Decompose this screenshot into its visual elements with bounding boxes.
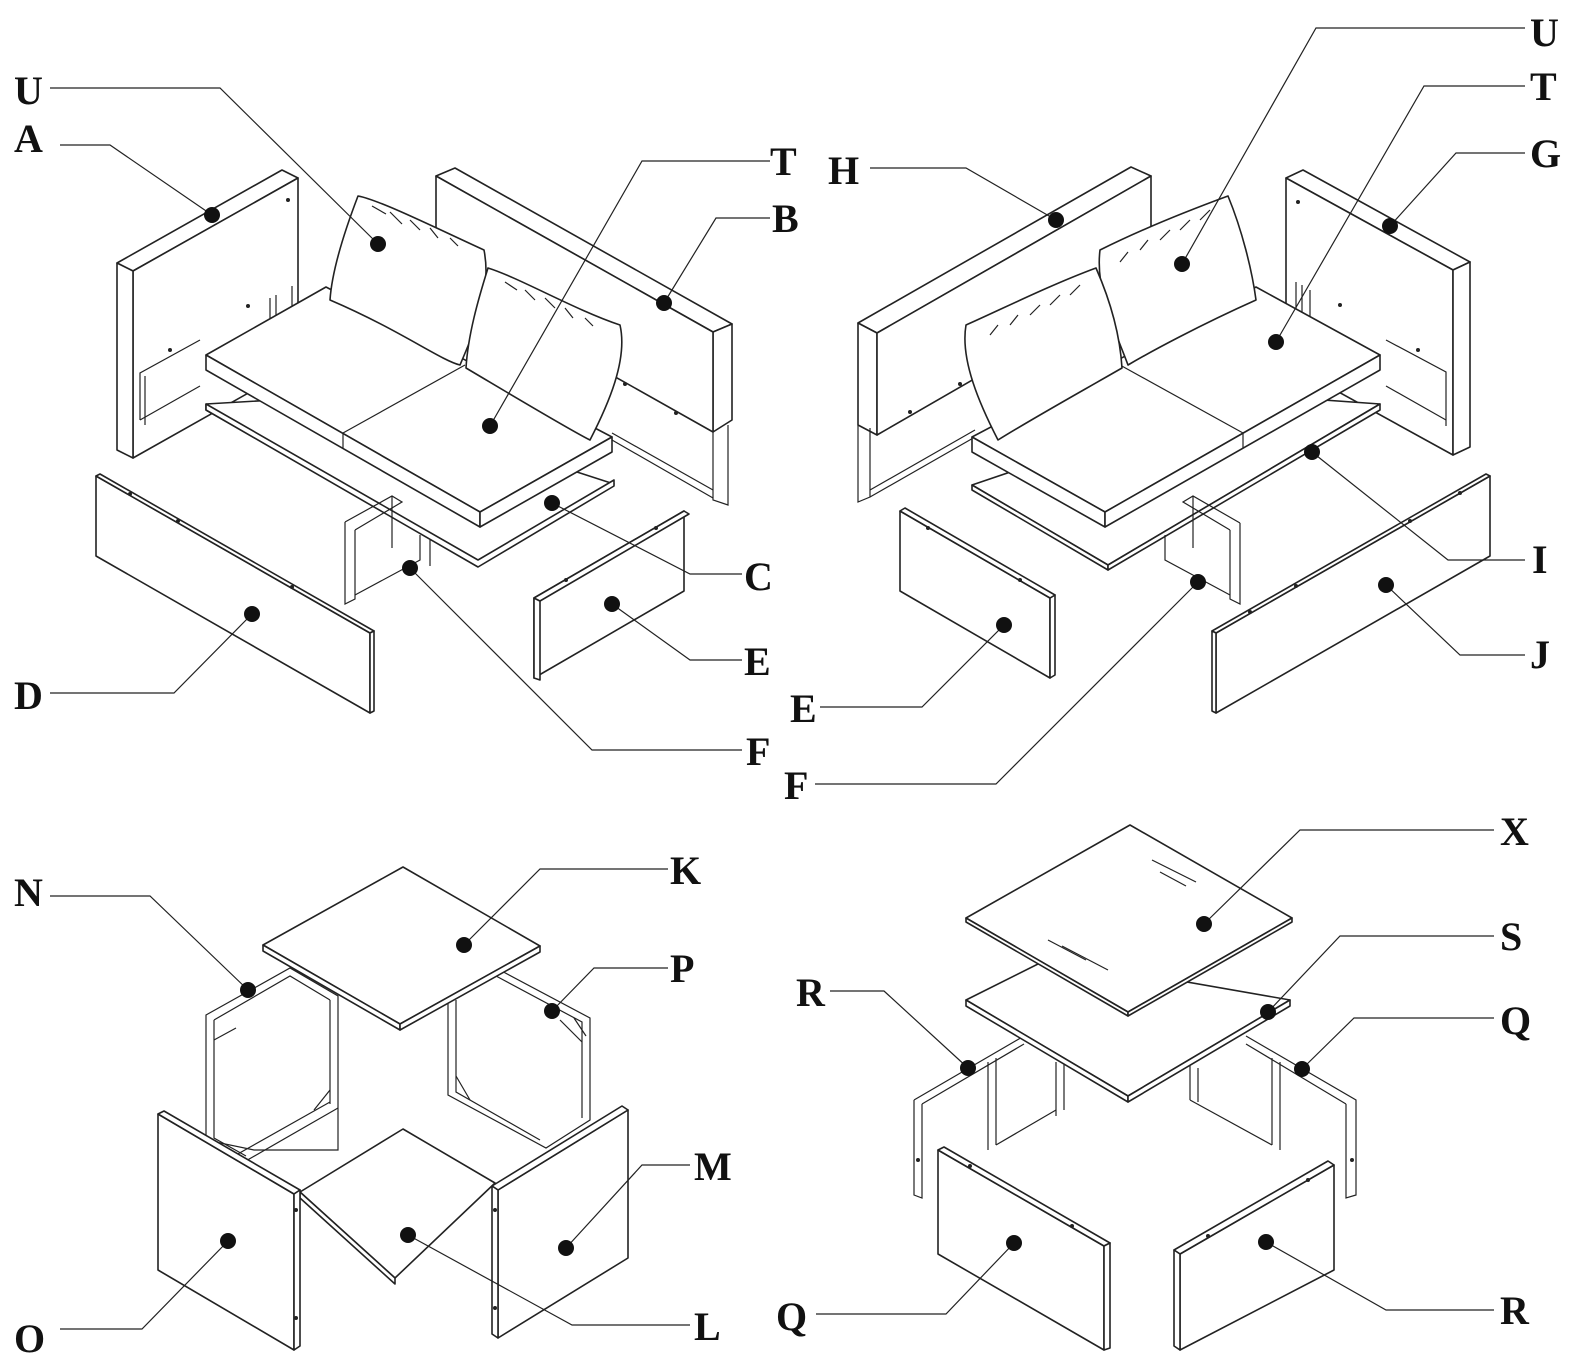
label-t: T: [770, 139, 797, 184]
part-m-side-panel: [491, 1105, 629, 1339]
part-u-pillows-right: [964, 195, 1257, 441]
sofa-left-assembly: [95, 167, 733, 714]
label-c: C: [744, 554, 773, 599]
table-left-callouts: N K P M O L: [14, 848, 732, 1354]
label-x: X: [1500, 809, 1529, 854]
part-d-front-panel: [95, 473, 375, 714]
label-q-front: Q: [776, 1294, 807, 1339]
part-f-base-frame-right: [1164, 495, 1241, 605]
label-t-right: T: [1530, 64, 1557, 109]
label-b: B: [772, 196, 799, 241]
part-b-back-panel: [435, 167, 733, 506]
part-s-shelf: [965, 957, 1291, 1103]
label-g: G: [1530, 131, 1561, 176]
part-r-front-panel: [1173, 1160, 1335, 1351]
label-j: J: [1530, 632, 1550, 677]
label-i: I: [1532, 537, 1548, 582]
label-f-right: F: [784, 763, 808, 808]
part-u-pillows: [329, 195, 623, 441]
label-a: A: [14, 116, 43, 161]
part-f-base-frame: [344, 495, 431, 605]
label-k: K: [670, 848, 701, 893]
part-e-side-panel: [533, 510, 690, 681]
part-x-glass-top: [965, 824, 1293, 1017]
label-q: Q: [1500, 998, 1531, 1043]
label-h: H: [828, 148, 859, 193]
sofa-left-callouts: U A T B C E D F: [14, 68, 799, 774]
part-n-frame: [205, 967, 339, 1163]
label-s: S: [1500, 914, 1522, 959]
label-r-front: R: [1500, 1288, 1530, 1333]
part-q-front-panel: [937, 1146, 1111, 1351]
table-right-assembly: [913, 824, 1357, 1351]
sofa-right-callouts: U T H G I J E F: [784, 10, 1561, 808]
part-l-bottom-shelf: [299, 1128, 496, 1285]
label-d: D: [14, 673, 43, 718]
label-r: R: [796, 970, 826, 1015]
label-u: U: [14, 68, 43, 113]
label-e: E: [744, 639, 771, 684]
sofa-right-assembly: [857, 166, 1491, 714]
label-n: N: [14, 870, 43, 915]
table-left-assembly: [157, 866, 629, 1351]
part-q-frame: [1189, 1035, 1357, 1199]
label-p: P: [670, 946, 694, 991]
part-g-arm-panel: [1285, 169, 1471, 456]
part-o-side-panel: [157, 1110, 301, 1351]
label-f: F: [746, 729, 770, 774]
part-k-tabletop: [262, 866, 541, 1031]
table-right-callouts: X S R Q Q R: [776, 809, 1531, 1339]
label-l: L: [694, 1304, 721, 1349]
label-o: O: [14, 1316, 45, 1354]
part-t-seat-cushions: [205, 286, 613, 528]
label-e-right: E: [790, 686, 817, 731]
part-j-front-panel: [1211, 473, 1491, 714]
label-m: M: [694, 1144, 732, 1189]
part-e-side-panel-right: [899, 507, 1056, 679]
part-p-frame: [447, 967, 591, 1149]
label-u-right: U: [1530, 10, 1559, 55]
